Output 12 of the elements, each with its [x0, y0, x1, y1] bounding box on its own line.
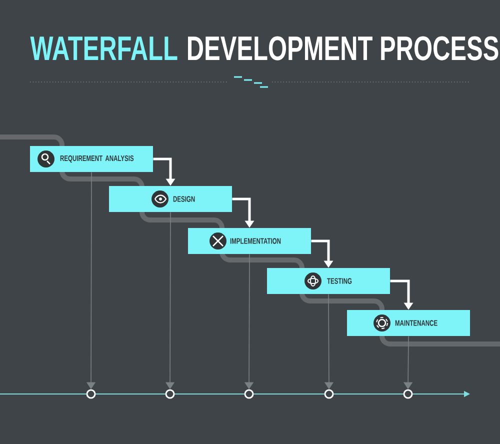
title: WATERFALL — [30, 36, 178, 60]
step-box: TESTING — [267, 268, 390, 294]
milestone-circle — [403, 389, 413, 399]
step-box: MAINTENANCE — [347, 310, 470, 336]
milestone-circle — [165, 389, 175, 399]
milestone-circle — [86, 389, 96, 399]
step-box: DESIGN — [109, 186, 232, 212]
step-box: REQUIREMENT ANALYSIS — [30, 146, 153, 172]
title: DEVELOPMENT PROCESS — [188, 36, 498, 60]
milestone-circle — [324, 389, 334, 399]
step-box: IMPLEMENTATION — [188, 228, 311, 254]
milestone-circle — [244, 389, 254, 399]
